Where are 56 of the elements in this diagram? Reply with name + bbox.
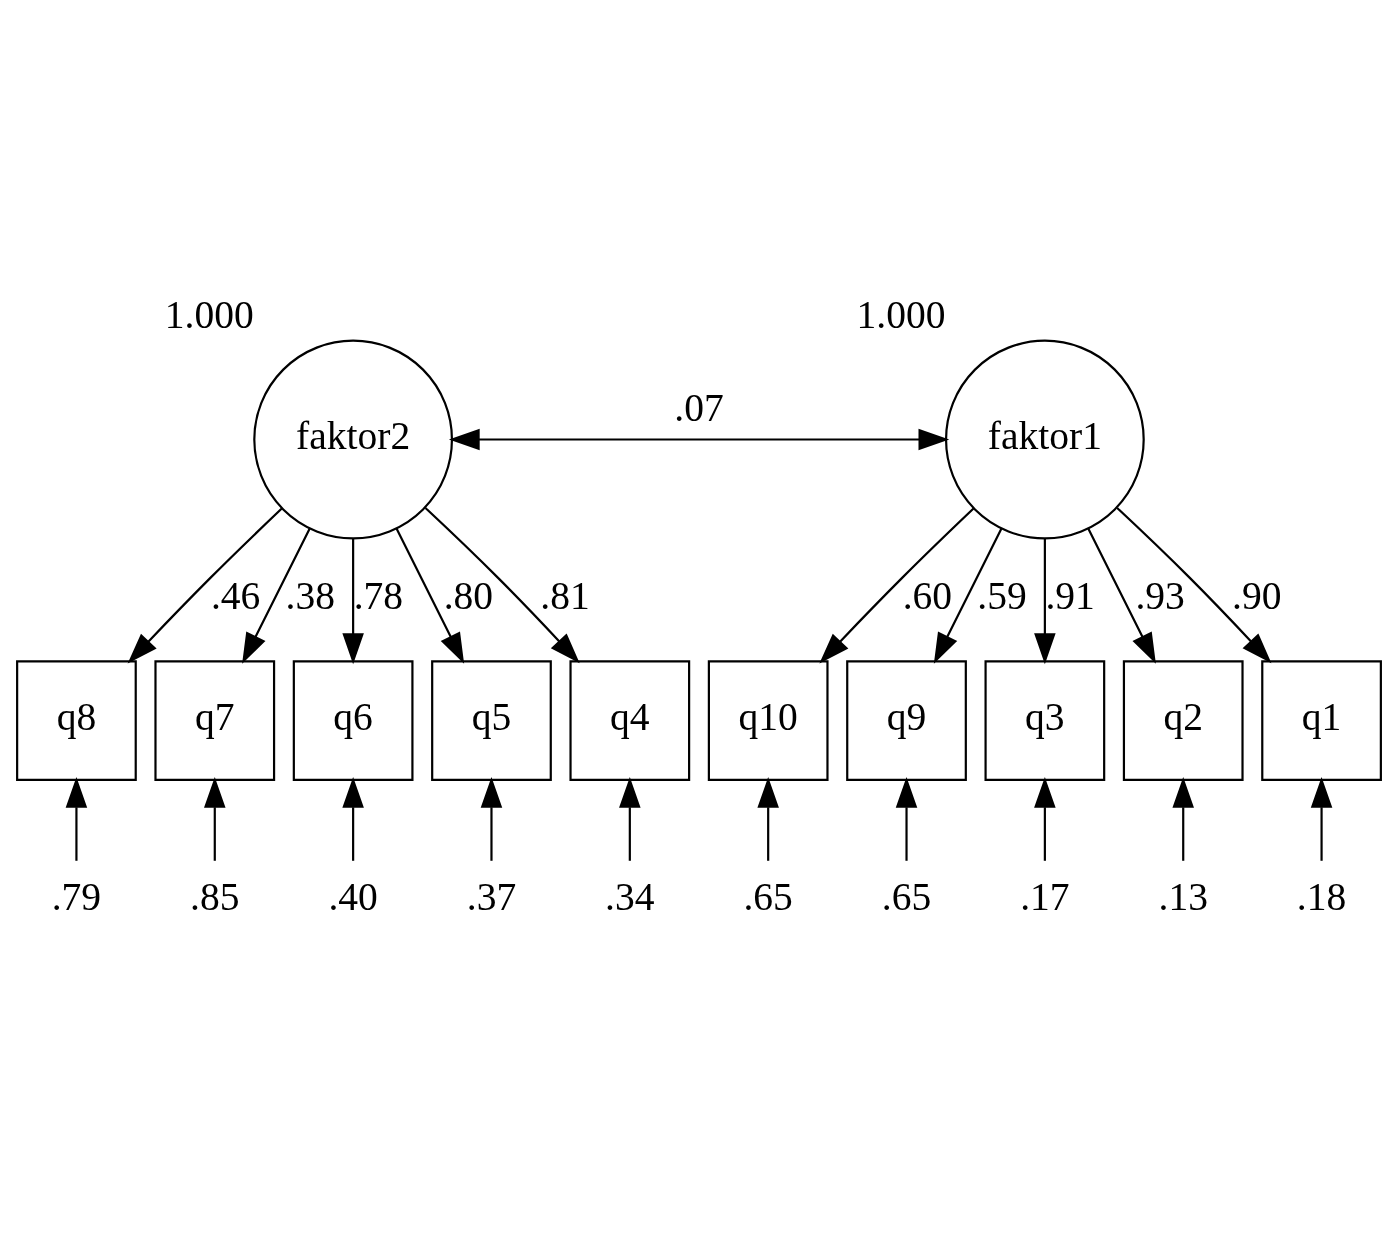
arrow: [1087, 527, 1156, 664]
node-text: .79: [51, 874, 102, 919]
node-box: q3: [984, 659, 1106, 781]
arrow: [127, 506, 283, 663]
edge-label: .81: [540, 574, 590, 618]
edge-label: .80: [443, 574, 494, 618]
arrow: [1034, 538, 1056, 664]
node-box: q1: [1261, 659, 1382, 781]
edge-label: .78: [353, 574, 404, 618]
edge-label: .90: [1232, 574, 1282, 618]
node-text: .17: [1020, 874, 1070, 919]
arrow: [204, 776, 226, 861]
arrow: [448, 428, 950, 450]
node-text: .34: [605, 874, 655, 919]
arrow: [242, 527, 311, 664]
arrow: [480, 776, 503, 861]
node-box: q9: [846, 659, 967, 781]
arrow: [1310, 776, 1333, 861]
node-box: q10: [707, 659, 829, 781]
arrow: [395, 527, 465, 664]
edge-label: .91: [1045, 574, 1095, 618]
edge-label: .38: [285, 574, 336, 618]
node-text: .13: [1158, 874, 1208, 919]
node-text: .65: [743, 874, 793, 919]
edge-label: .07: [674, 385, 724, 430]
node-text: .37: [466, 874, 517, 919]
edge-label: .93: [1135, 574, 1185, 618]
node-text: .18: [1296, 874, 1347, 919]
node-box: q2: [1122, 659, 1244, 781]
node-box: q5: [431, 659, 552, 781]
node-box: q7: [154, 659, 276, 781]
node-box: q4: [569, 659, 691, 781]
arrow: [342, 776, 364, 861]
arrow: [1116, 506, 1272, 663]
node-text: .65: [881, 874, 932, 919]
arrow: [1034, 776, 1056, 861]
node-label: 1.000: [856, 292, 946, 337]
arrow: [424, 506, 580, 663]
edge-label: .60: [902, 574, 953, 618]
arrow: [819, 506, 975, 663]
node-circle: faktor1: [944, 339, 1145, 539]
node-label: 1.000: [164, 292, 254, 337]
edge-label: .46: [210, 574, 261, 618]
node-text: .40: [328, 874, 378, 919]
arrow: [1172, 776, 1194, 861]
arrow: [757, 776, 779, 861]
arrow: [65, 776, 88, 861]
arrow: [342, 538, 364, 664]
arrow: [619, 776, 641, 861]
arrow: [895, 776, 918, 861]
node-box: q6: [292, 659, 414, 781]
node-text: .85: [190, 874, 240, 919]
edge-label: .59: [977, 574, 1027, 618]
node-circle: faktor2: [253, 339, 454, 539]
arrow: [933, 527, 1003, 664]
node-box: q8: [16, 659, 137, 781]
